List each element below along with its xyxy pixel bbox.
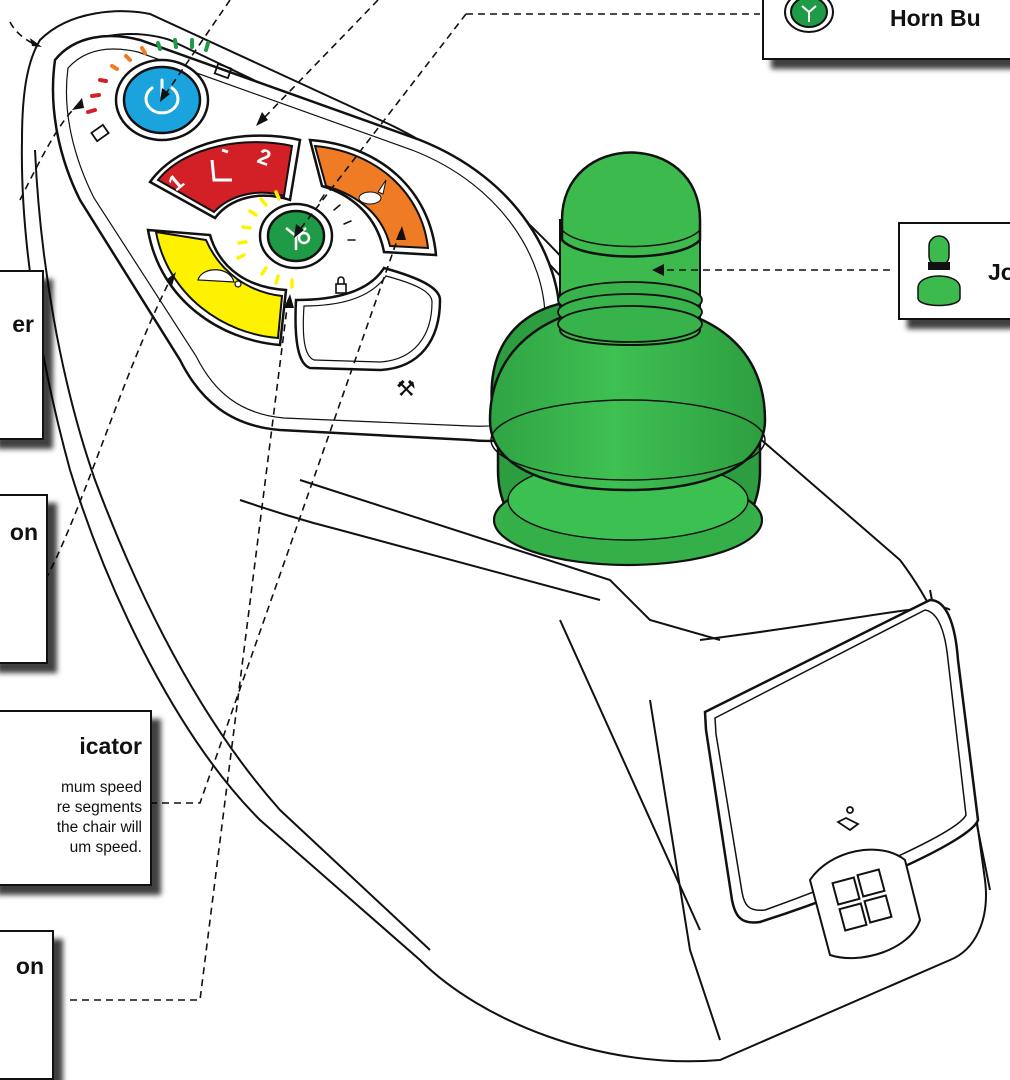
speed-indicator-description: mum speed re segments the chair will um … xyxy=(57,778,142,859)
battery-segment xyxy=(98,78,108,83)
profile-button-title: on xyxy=(9,519,38,545)
speed-up-button[interactable] xyxy=(308,138,438,257)
wrench-icon: ⚒ xyxy=(396,377,416,402)
battery-segment xyxy=(110,64,119,71)
speed-indicator-title: icator xyxy=(79,733,142,759)
speed-down-button[interactable] xyxy=(146,228,288,347)
turtle-icon xyxy=(197,269,242,288)
battery-segment xyxy=(173,38,178,49)
joystick[interactable] xyxy=(488,151,767,567)
joystick-title: Jo xyxy=(988,259,1010,285)
speed-button-title: on xyxy=(15,953,44,979)
battery-segment xyxy=(90,93,101,98)
connector-port xyxy=(808,848,922,960)
lock-icon xyxy=(335,276,347,294)
lock-button[interactable] xyxy=(294,266,442,372)
horn-button-callout: Horn Bu xyxy=(762,0,1010,60)
battery-icon xyxy=(90,62,233,143)
speed-indicator-segments xyxy=(236,190,356,289)
profile-button[interactable]: 1 2 xyxy=(148,134,302,220)
battery-segment xyxy=(140,46,147,55)
description-line: the chair will xyxy=(56,819,142,837)
horn-button-title: Horn Bu xyxy=(890,5,981,31)
callout-lines xyxy=(9,0,890,1001)
callout-arrowheads xyxy=(30,38,664,308)
profile-button-callout: on xyxy=(0,494,48,664)
description-line: mum speed xyxy=(61,779,142,796)
speed-button-callout: on xyxy=(0,930,54,1080)
description-line: um speed. xyxy=(69,839,142,857)
joystick-callout: Jo xyxy=(898,222,1010,320)
description-line: re segments xyxy=(56,799,142,817)
battery-segment xyxy=(156,41,162,51)
seat-icon xyxy=(210,148,232,182)
battery-segment xyxy=(124,54,132,62)
power-title: er xyxy=(12,311,34,337)
battery-gauge xyxy=(86,38,210,114)
speed-indicator-callout: icator mum speed re segments the chair w… xyxy=(0,710,152,886)
joystick-icon xyxy=(917,235,961,307)
battery-segment xyxy=(86,108,97,114)
seat-icon xyxy=(836,806,860,832)
battery-segment xyxy=(204,41,210,52)
power-callout: er xyxy=(0,270,44,440)
rabbit-icon xyxy=(358,179,387,205)
horn-icon xyxy=(784,0,834,33)
